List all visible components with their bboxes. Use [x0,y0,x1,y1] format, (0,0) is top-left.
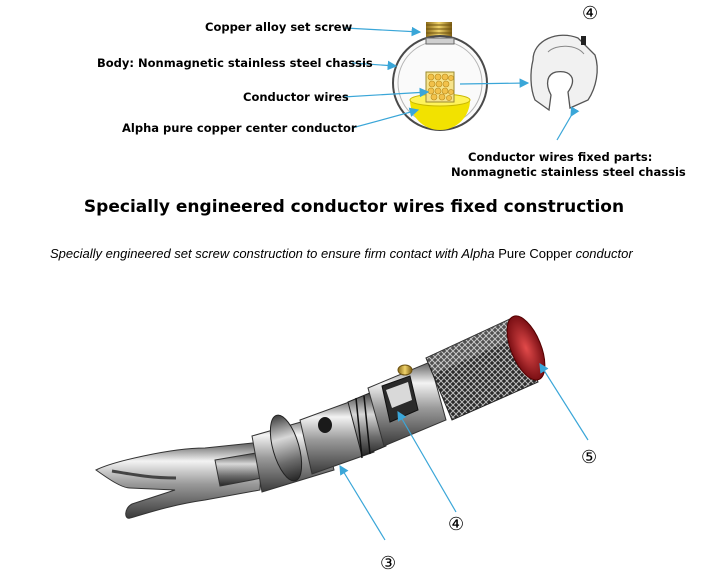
label-conductor-wires: Conductor wires [243,90,349,104]
marker-3: ③ [380,553,397,574]
top-leader-lines [342,26,580,141]
label-set-screw: Copper alloy set screw [205,20,353,34]
marker-4-bottom: ④ [448,514,465,535]
description-line: Specially engineered set screw construct… [50,246,633,261]
fixed-part-graphic [530,34,598,112]
section-heading: Specially engineered conductor wires fix… [83,197,625,217]
label-fixed-parts-line1: Conductor wires fixed parts: [468,150,653,164]
description-part1: Specially engineered set screw construct… [50,246,462,261]
screw-graphic [426,22,452,38]
description-part4: conductor [575,246,633,261]
label-center-conductor: Alpha pure copper center conductor [122,121,357,135]
bottom-leader-lines [339,362,589,541]
marker-4-top: ④ [582,3,599,24]
label-fixed-parts-line2: Nonmagnetic stainless steel chassis [451,165,686,179]
spade-connector [95,315,546,519]
marker-5: ⑤ [581,447,598,468]
conductor-wires-graphic [425,71,455,103]
description-part2: Alpha [461,246,495,261]
label-body: Body: Nonmagnetic stainless steel chassi… [97,56,373,70]
description-part3: Pure Copper [494,246,576,261]
